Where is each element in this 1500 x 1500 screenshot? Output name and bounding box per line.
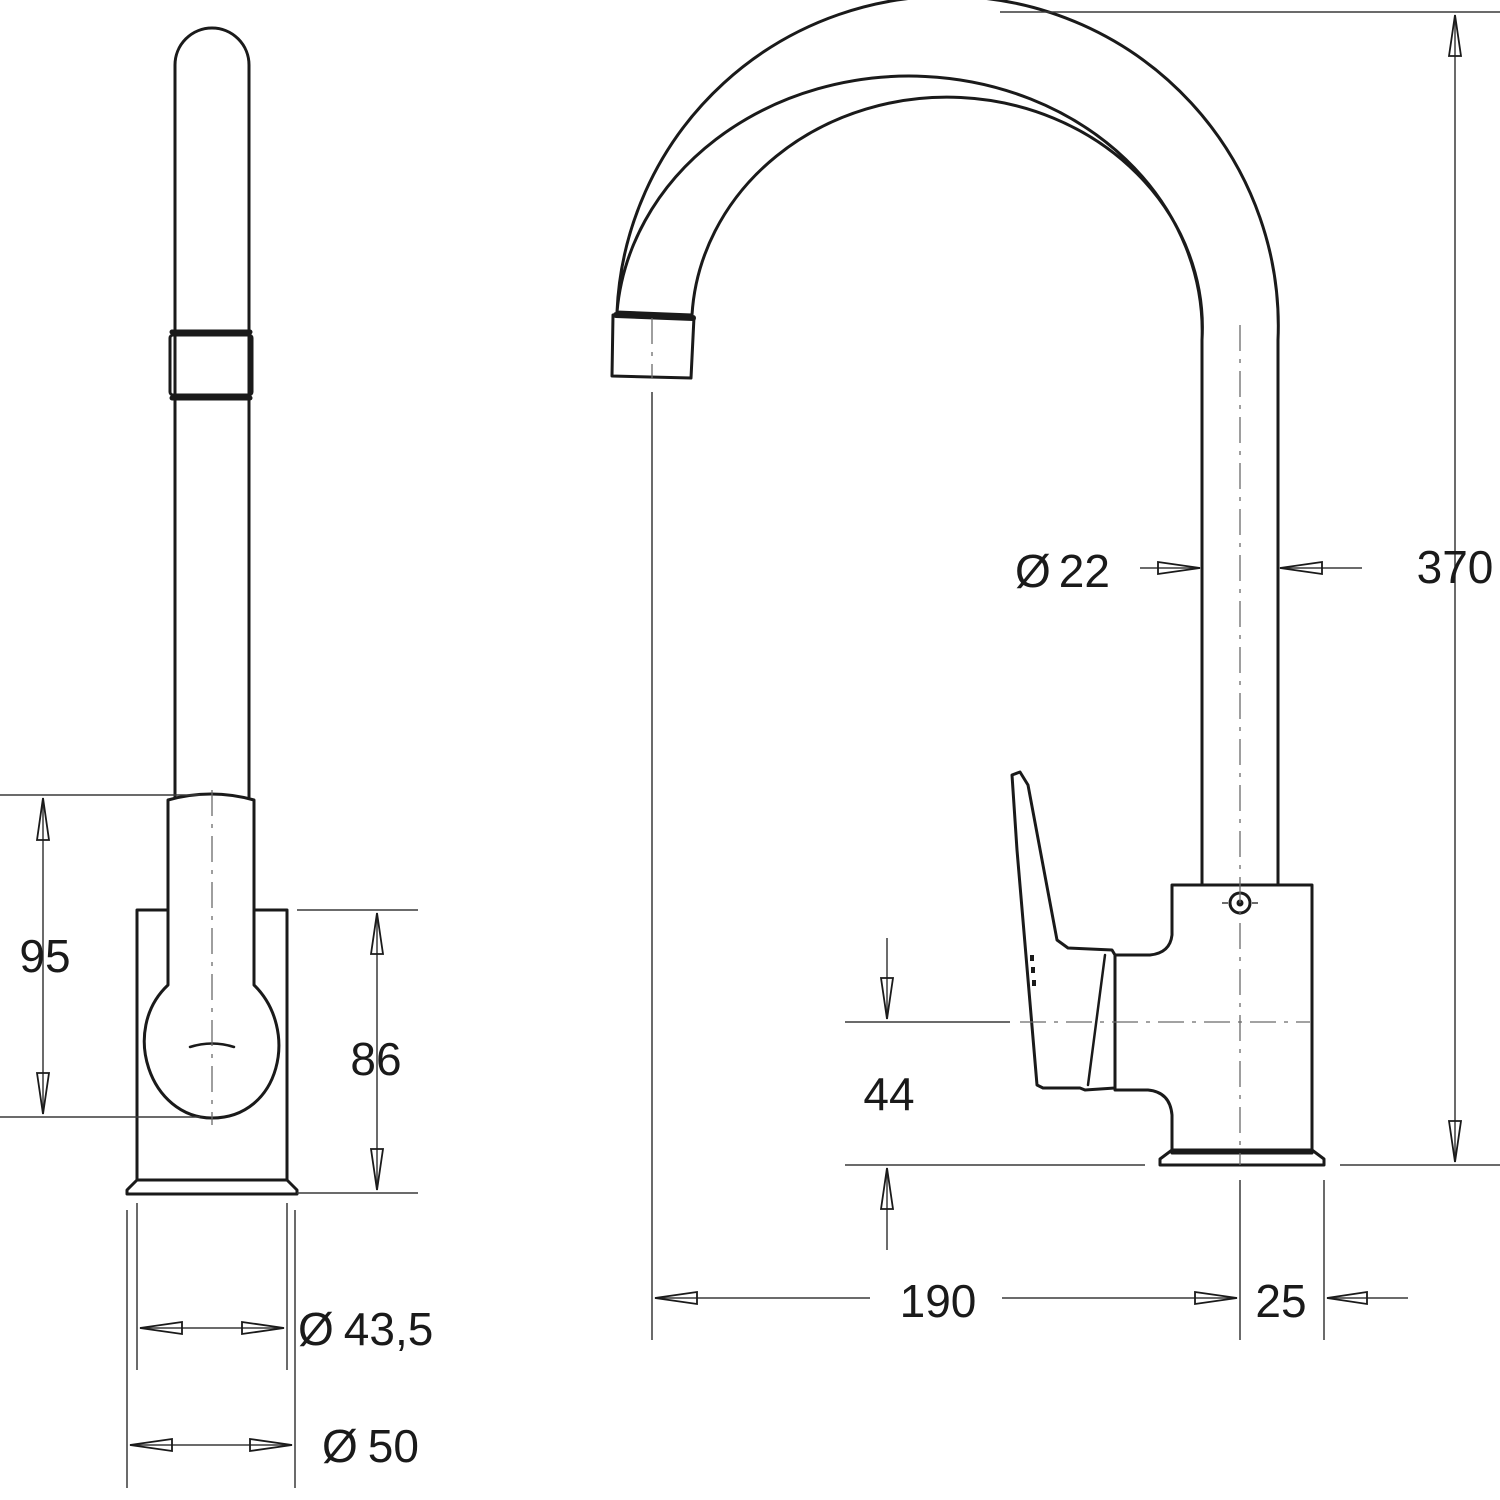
front-aerator <box>610 313 696 380</box>
side-view <box>125 26 299 1196</box>
side-spout-tube <box>173 26 251 799</box>
dim-base-offset: 25 <box>1255 1275 1306 1327</box>
dim-lever-clearance: 44 <box>863 1068 914 1120</box>
dim-base-height: 86 <box>350 1033 401 1085</box>
side-base-flange <box>125 1178 299 1196</box>
dim-total-height: 370 <box>1417 541 1494 593</box>
front-base-flange <box>1158 1148 1326 1167</box>
front-body-housing <box>1113 883 1314 1155</box>
side-aerator-ring <box>168 333 254 397</box>
dim-body-height: 95 <box>19 930 70 982</box>
dim-spout-reach: 190 <box>900 1275 977 1327</box>
front-view <box>610 0 1326 1167</box>
side-lever-body <box>142 792 281 1120</box>
front-lever-handle <box>1010 770 1117 1092</box>
front-spout-gooseneck <box>615 0 1280 887</box>
lever-detail-dots <box>1030 955 1036 986</box>
